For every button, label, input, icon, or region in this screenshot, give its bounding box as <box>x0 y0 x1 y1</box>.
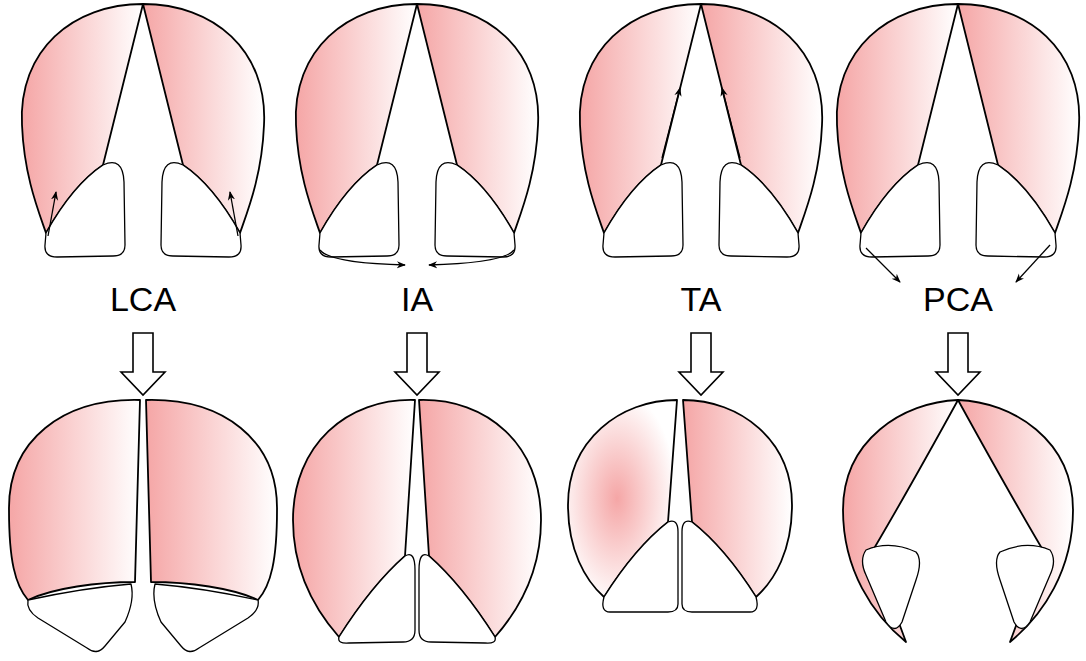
glottis-rest <box>22 4 264 257</box>
result-arrow <box>395 333 439 395</box>
result-arrow <box>121 333 165 395</box>
action-arrow <box>320 250 405 265</box>
muscle-label: IA <box>401 281 433 318</box>
action-arrows <box>48 88 1050 282</box>
muscle-label: LCA <box>110 281 176 318</box>
glottis-rest <box>296 4 538 257</box>
muscle-label: TA <box>681 281 722 318</box>
action-arrow <box>866 248 900 282</box>
glottis-rest <box>837 4 1079 257</box>
action-arrow <box>722 88 740 158</box>
action-arrow <box>662 88 680 158</box>
result-arrow <box>936 333 980 395</box>
action-arrow <box>48 192 56 236</box>
glottis-ia <box>293 400 541 643</box>
result-arrow <box>679 333 723 395</box>
action-arrow <box>429 250 514 265</box>
glottis-lca <box>9 400 277 652</box>
action-arrow <box>230 192 238 236</box>
action-arrow <box>1016 245 1050 282</box>
muscle-label: PCA <box>923 281 993 318</box>
glottis-rest <box>580 4 822 257</box>
glottis-ta <box>568 400 792 612</box>
glottis-pca <box>843 400 1073 642</box>
